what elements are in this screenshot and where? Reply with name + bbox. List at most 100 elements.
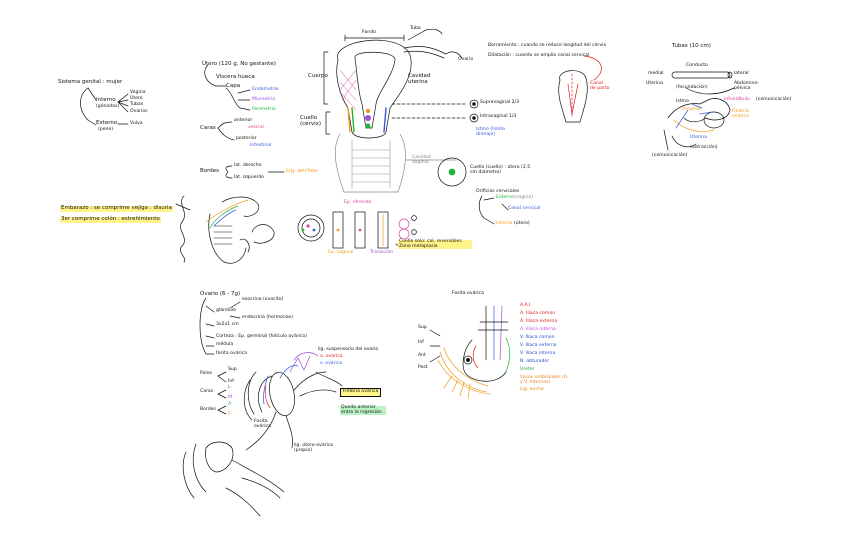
ovario-A: A (228, 402, 232, 407)
uc-cavidad: Cavidad uterina (408, 73, 431, 85)
orificios-interno: Interno (496, 221, 513, 226)
tubas-medial: medial (648, 71, 664, 76)
genital-externo: Externo (96, 120, 118, 126)
genital-gonadas: (gónadas) (96, 104, 120, 109)
utero-bordes: Bordes (200, 168, 220, 174)
genital-vulva: Vulva (130, 121, 143, 126)
borramiento-canal: Canal de parto (590, 81, 610, 91)
ovario-v-ovarica: v. ovárica (320, 361, 343, 366)
legend-item: Vasos umbilicales (A. y V. internas) (520, 375, 569, 385)
tubas-extraccion: (extracción) (690, 145, 718, 150)
uc-cuello-note: Cuello (cuello) : útero (2.5 cm diámetro… (470, 165, 531, 175)
ovario-exocrina: exocrina (ovocito) (242, 297, 284, 302)
uc-ovario: Ovario (458, 57, 474, 62)
ovario-dims: 3x2x1 cm (216, 322, 239, 327)
utero-visceral: Víscera hueca (216, 74, 255, 80)
ovary-drawing (243, 352, 343, 451)
tubas-istmo: Istmo (676, 99, 689, 104)
utero-perimetrio: Perimetrio (252, 107, 276, 112)
lig-fondo: Ep. ofrecido (344, 200, 372, 205)
legend-item: V. Ilíaca común (520, 335, 555, 340)
cervix-circle (437, 157, 467, 187)
legend-item: Lig. ancho (520, 387, 544, 392)
tubas-conducto: Conducto (686, 63, 708, 68)
uc-tuba: Tuba (410, 26, 421, 31)
ovario-caras: Caras (200, 389, 214, 394)
genital-list-0: Vagina (130, 90, 146, 95)
legend-item: V. Ilíaca externa (520, 343, 557, 348)
utero-miometrio: Miometrio (252, 97, 276, 102)
ovario-lig-susp: lig. suspensorio del ovario (318, 347, 379, 352)
genital-list-3: Ovarios (130, 109, 148, 114)
genital-list-1: Útero (130, 96, 143, 101)
tubas-uterina: Uterina (646, 81, 663, 86)
utero-endometrio: Endometrio (252, 87, 279, 92)
orificios-canal: Canal cervical (508, 206, 541, 211)
borramiento-d: Dilatación : cuando se amplía canal cerv… (488, 53, 590, 58)
utero-intestinal: intestinal (250, 143, 272, 148)
legend-item: A. Ilíaca común (520, 311, 556, 316)
tubas-fecundacion: (fecundación) (676, 85, 708, 90)
uc-fondo: Fondo (362, 30, 376, 35)
genital-list-2: Tubas (130, 102, 144, 107)
ovario-sup: Sup (228, 367, 237, 372)
fosita-ant: Ant (418, 353, 426, 358)
uc-cavidad-vaginal: Cavidad Vaginal (412, 155, 431, 165)
utero-vesical: vesical (248, 125, 264, 130)
utero-lat-izq: lat. izquierdo (234, 175, 264, 180)
ovario-medula: médula (216, 342, 234, 347)
ovario-M: M (228, 395, 232, 400)
fosita-post: Post (418, 365, 428, 370)
fosita-title: Fosita ovárica (452, 291, 484, 296)
ovario-L: L (228, 385, 231, 390)
ovario-polos: Polos (200, 371, 212, 376)
uterus-layers (347, 107, 387, 133)
legend-item: V. ilíaca interna (520, 351, 556, 356)
embarazo-e: Embarazo : se comprime vejiga : disuria (60, 205, 173, 212)
uc-intravaginal: Intravaginal 1/3 (480, 114, 517, 119)
orificios-utero: (útero) (514, 221, 530, 226)
utero-tree-lines (204, 64, 285, 179)
lig-transicion: Transición (370, 250, 393, 255)
ovario-fosita-sal: Fosita ovárica (254, 419, 271, 429)
utero-capa: Capa (226, 83, 241, 89)
ovario-green: Queda anterior entre la regresión (340, 405, 386, 416)
orificios-vagina: (vagina) (514, 195, 534, 200)
utero-posterior: posterior (236, 136, 257, 141)
uterus-diagram (323, 28, 467, 193)
utero-lig: Lig. anchos (286, 168, 318, 174)
ovario-inf: Inf (228, 379, 234, 384)
genital-pene: (pene) (98, 127, 114, 132)
legend-item: A. ilíaca interna (520, 327, 556, 332)
genital-title: Sistema genital : mujer (58, 79, 123, 85)
tubas-lateral: lateral (734, 71, 749, 76)
lig-circle (297, 214, 325, 242)
ovario-endocrina: endocrina (hormonas) (242, 315, 293, 320)
tubas-fimbria: Fimbria ovárica (732, 109, 749, 119)
tubas-abdomino: Abdomino-pélvica (734, 81, 760, 91)
tubas-uterina2: Uterina (690, 135, 707, 140)
legend-item: A. Ilíaca externa (520, 319, 558, 324)
utero-caras: Caras (200, 125, 216, 131)
tubas-title: Tubas (10 cm) (672, 43, 711, 49)
utero-title: Útero (120 g, No gestante) (202, 61, 276, 67)
ovario-a-ovarica: a. ovárica (320, 354, 343, 359)
fosita-sup: Sup (418, 325, 427, 330)
lig-cuello-solo: Cuello solo: col. reversibles Zona metap… (398, 239, 472, 250)
utero-lat-der: lat. derecho (234, 163, 262, 168)
uc-cuerpo: Cuerpo (308, 73, 328, 79)
genital-interno: Interno (96, 97, 116, 103)
ovario-glandula: glándula (216, 308, 236, 313)
uc-cuello: Cuello (cérvix) (300, 115, 321, 127)
ovario-P: P (228, 412, 231, 417)
borramiento-diagram (558, 55, 602, 123)
embarazo-c: 3er comprime colón : estreñimiento (60, 216, 161, 223)
borramiento-b: Borramiento : cuando se reduce longitud … (488, 43, 607, 48)
orificios-externo: Externo (496, 195, 514, 200)
ovario-title: Ovario (6 - 7g) (200, 291, 241, 297)
orificios-lines (478, 195, 509, 225)
lig-ep-vaginal: Ep. vaginal (328, 250, 354, 255)
tubas-diagram (663, 71, 735, 151)
orificios-title: Orificios cervicales (476, 189, 520, 194)
